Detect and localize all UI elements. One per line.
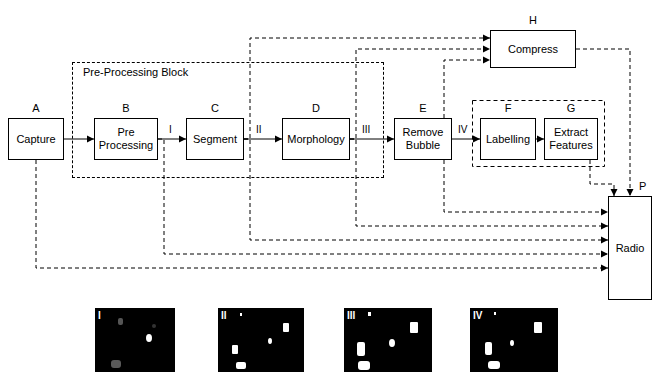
arrow-head [473,136,480,143]
group-outline [473,101,605,167]
blob [111,360,121,368]
output-arrow [444,57,490,119]
blob [488,361,500,369]
blob [357,342,365,356]
connector-line [444,160,608,212]
signal-label: IV [457,124,468,136]
blob [389,339,395,347]
output-arrow [444,160,608,216]
arrow-head [537,136,544,143]
connector-line [36,160,608,268]
box-label: Compress [508,43,558,56]
process-box: DMorphology [282,118,350,160]
image-ground [95,308,175,372]
arrow-head [611,189,618,196]
flow-arrow [350,136,394,143]
block-letter: A [9,102,63,115]
arrow-head [387,136,394,143]
arrow-head [601,223,608,230]
blob [510,340,514,346]
connector-line [244,38,490,139]
box-label: Pre Processing [98,126,154,151]
process-box: CSegment [186,118,244,160]
block-letter: C [187,102,243,115]
output-arrow [36,160,608,272]
output-arrow [244,35,490,140]
connector-line [444,60,490,118]
blob [152,324,156,328]
blob [485,342,492,355]
result-image-4 [470,308,558,372]
image-label: I [97,310,102,322]
box-label: Capture [16,133,55,146]
arrow-head [601,251,608,258]
box-label: Remove Bubble [398,126,448,151]
image-ground [470,308,558,372]
process-box: ERemove Bubble [394,118,452,160]
arrow-head [483,35,490,42]
blob [283,323,289,332]
image-ground [218,308,304,372]
image-ground [344,308,432,372]
arrow-head [179,136,186,143]
block-letter: B [95,102,157,115]
blob [146,334,152,342]
blob [236,362,246,369]
group-title: Pre-Processing Block [83,66,188,79]
arrow-head [87,136,94,143]
blob [232,345,238,354]
arrow-head [627,189,634,196]
flow-arrow [452,136,480,143]
box-label: Segment [193,133,237,146]
result-image-2 [218,308,304,372]
process-box: GExtract Features [544,118,598,160]
arrow-head [275,136,282,143]
block-letter: P [639,180,646,193]
block-letter: H [491,14,575,27]
block-letter: F [481,102,535,115]
box-label: Radio [616,242,645,255]
blob [410,322,418,333]
box-label: Extract Features [548,126,594,151]
arrow-head [483,57,490,64]
blob [118,318,123,325]
image-label: III [346,310,356,322]
flow-arrow [64,136,94,143]
blob [494,312,496,315]
image-label: II [220,310,228,322]
arrow-head [601,265,608,272]
blob [368,312,371,316]
radio-box: PRadio [608,196,652,300]
signal-label: II [255,124,263,136]
block-letter: D [283,102,349,115]
blob [358,361,370,370]
capture-box: ACapture [8,118,64,160]
result-image-3 [344,308,432,372]
arrow-head [601,209,608,216]
signal-label: III [361,124,371,136]
compress-box: HCompress [490,30,576,68]
image-label: IV [472,310,483,322]
flow-arrow [158,136,186,143]
preprocessing-block: Pre-Processing BlockBPre ProcessingCSegm… [72,62,384,178]
blob [268,338,272,344]
process-box: FLabelling [480,118,536,160]
block-letter: G [545,102,597,115]
blob [240,313,242,316]
box-label: Morphology [287,133,344,146]
block-letter: E [395,102,451,115]
signal-label: I [168,124,173,136]
arrow-head [483,46,490,53]
result-image-1 [95,308,175,372]
flow-arrow [536,136,544,143]
box-label: Labelling [486,133,530,146]
process-box: BPre Processing [94,118,158,160]
connector-line [590,160,614,196]
arrow-head [601,237,608,244]
output-arrow [590,160,618,196]
blob [534,322,542,333]
